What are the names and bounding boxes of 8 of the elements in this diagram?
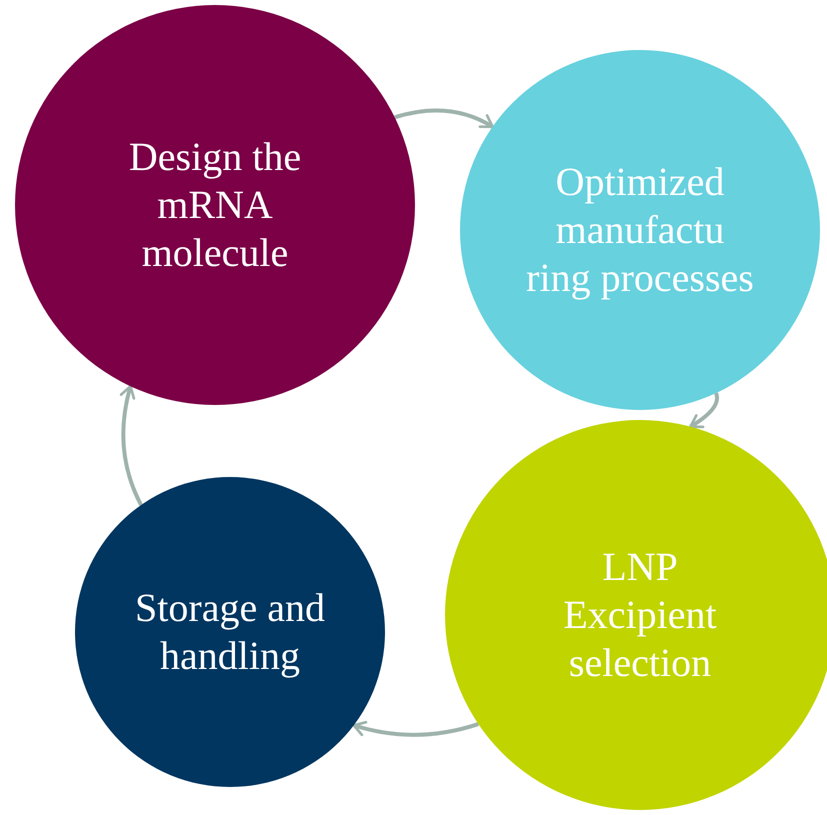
curved-arrow — [394, 108, 494, 129]
stage-label: Storage and handling — [134, 584, 326, 680]
stage-label: LNP Excipient selection — [562, 543, 718, 687]
curved-arrow — [120, 384, 143, 506]
curved-arrow — [689, 392, 719, 428]
curved-arrow — [352, 720, 479, 737]
stage-label: Optimized manufactu ring processes — [525, 158, 755, 302]
stage-label: Design the mRNA molecule — [128, 133, 302, 277]
